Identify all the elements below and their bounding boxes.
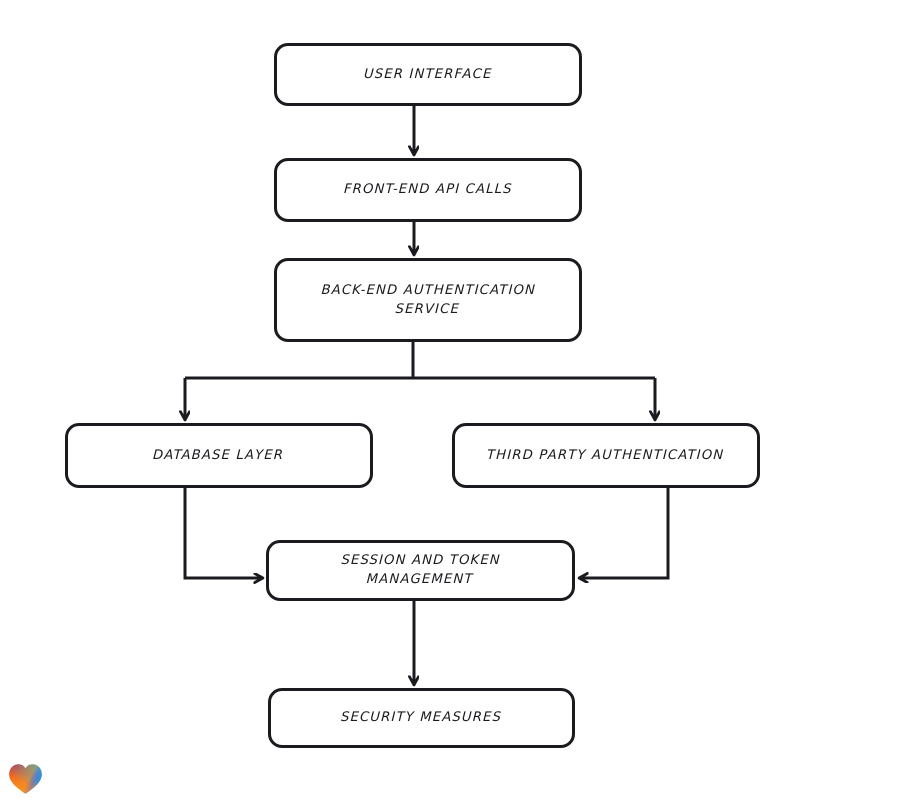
node-backend-auth-service-label: Back-end Authentication Service — [320, 282, 537, 317]
node-frontend-api-calls[interactable]: Front-end API Calls — [274, 158, 582, 222]
node-frontend-api-calls-label: Front-end API Calls — [343, 182, 513, 198]
node-database-layer-label: Database Layer — [153, 447, 285, 463]
node-session-token-mgmt[interactable]: Session and Token Management — [266, 540, 575, 601]
edge-third-party-auth-to-session-token-mgmt — [580, 488, 670, 578]
node-backend-auth-service[interactable]: Back-end Authentication Service — [274, 258, 582, 342]
heart-icon — [9, 764, 42, 794]
edge-database-layer-to-session-token-mgmt — [183, 488, 262, 578]
node-session-token-mgmt-label: Session and Token Management — [340, 553, 502, 588]
node-third-party-auth[interactable]: Third Party Authentication — [452, 423, 760, 488]
node-security-measures[interactable]: Security Measures — [268, 688, 575, 748]
node-security-measures-label: Security Measures — [340, 710, 503, 726]
node-database-layer[interactable]: Database Layer — [65, 423, 373, 488]
node-user-interface[interactable]: User Interface — [274, 43, 582, 106]
node-user-interface-label: User Interface — [363, 66, 493, 82]
node-third-party-auth-label: Third Party Authentication — [486, 447, 726, 463]
